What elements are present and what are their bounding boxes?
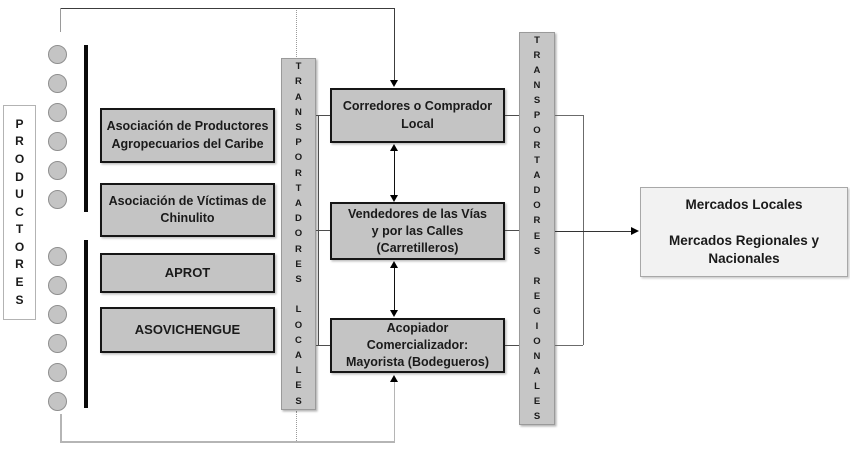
producer-circle	[48, 276, 67, 295]
top-arrow-head-icon	[390, 80, 398, 87]
bottom-bracket-left-stub	[60, 414, 62, 441]
top-arrow-shaft	[394, 8, 395, 81]
local-stub-2	[316, 230, 330, 231]
box-vendedores: Vendedores de las Vías y por las Calles …	[330, 202, 505, 260]
bottom-arrow-head-icon	[390, 375, 398, 382]
producer-circle-group-1	[48, 45, 67, 209]
bottom-bracket-line	[60, 441, 395, 443]
producer-circle	[48, 103, 67, 122]
regional-stub-left-3	[505, 345, 519, 346]
bottom-arrow-shaft	[394, 382, 395, 441]
transporters-regional-label: T R A N S P O R T A D O R E S R E G I O …	[533, 34, 541, 423]
regional-stub-right-top	[555, 115, 583, 116]
markets-box: Mercados Locales Mercados Regionales y N…	[640, 187, 848, 277]
double-arrow-2-down-head-icon	[390, 310, 398, 317]
producer-circle	[48, 392, 67, 411]
producer-circle	[48, 190, 67, 209]
org-box-label: ASOVICHENGUE	[134, 322, 241, 338]
transporters-local-bar: T R A N S P O R T A D O R E S L O C A L …	[281, 58, 316, 410]
regional-stub-left-2	[505, 230, 519, 231]
regional-bracket-line	[583, 115, 584, 345]
box-acopiador-label: Acopiador Comercializador: Mayorista (Bo…	[345, 321, 490, 369]
producers-label: P R O D U C T O R E S	[14, 116, 25, 307]
producer-circle	[48, 305, 67, 324]
producers-label-box: P R O D U C T O R E S	[3, 105, 36, 320]
box-acopiador: Acopiador Comercializador: Mayorista (Bo…	[330, 318, 505, 373]
top-bracket-line	[60, 8, 395, 9]
top-bracket-left-stub	[60, 8, 61, 32]
local-stub-3	[316, 345, 330, 346]
producer-group-line-1	[84, 45, 88, 212]
producer-circle	[48, 132, 67, 151]
dotted-guide-top	[296, 10, 297, 57]
org-box-asovichengue: ASOVICHENGUE	[100, 307, 275, 353]
local-stub-1	[316, 115, 330, 116]
markets-arrow-head-icon	[631, 227, 639, 235]
producer-circle	[48, 161, 67, 180]
producer-circle	[48, 363, 67, 382]
org-box-asociacion-productores: Asociación de Productores Agropecuarios …	[100, 108, 275, 163]
double-arrow-1-up-head-icon	[390, 144, 398, 151]
org-box-aprot: APROT	[100, 253, 275, 293]
transporters-local-label: T R A N S P O R T A D O R E S L O C A L …	[294, 61, 303, 407]
producer-circle	[48, 334, 67, 353]
producer-circle-group-2	[48, 247, 67, 411]
regional-stub-right-bottom	[555, 345, 583, 346]
double-arrow-2-shaft	[394, 266, 395, 312]
org-box-label: Asociación de Productores Agropecuarios …	[106, 119, 269, 151]
producer-group-line-2	[84, 240, 88, 408]
markets-arrow-shaft	[555, 231, 632, 232]
producer-circle	[48, 247, 67, 266]
producer-circle	[48, 74, 67, 93]
org-box-asociacion-victimas: Asociación de Víctimas de Chinulito	[100, 183, 275, 237]
local-bracket-line	[318, 115, 319, 345]
double-arrow-2-up-head-icon	[390, 261, 398, 268]
box-corredores-label: Corredores o Comprador Local	[342, 99, 493, 131]
markets-label: Mercados Locales Mercados Regionales y N…	[668, 197, 820, 266]
double-arrow-1-down-head-icon	[390, 195, 398, 202]
box-corredores: Corredores o Comprador Local	[330, 88, 505, 143]
transporters-regional-bar: T R A N S P O R T A D O R E S R E G I O …	[519, 32, 555, 425]
dotted-guide-bottom	[296, 411, 297, 441]
double-arrow-1-shaft	[394, 149, 395, 197]
regional-stub-left-1	[505, 115, 519, 116]
org-box-label: Asociación de Víctimas de Chinulito	[108, 193, 267, 226]
org-box-label: APROT	[164, 265, 211, 281]
box-vendedores-label: Vendedores de las Vías y por las Calles …	[348, 206, 487, 255]
producer-circle	[48, 45, 67, 64]
